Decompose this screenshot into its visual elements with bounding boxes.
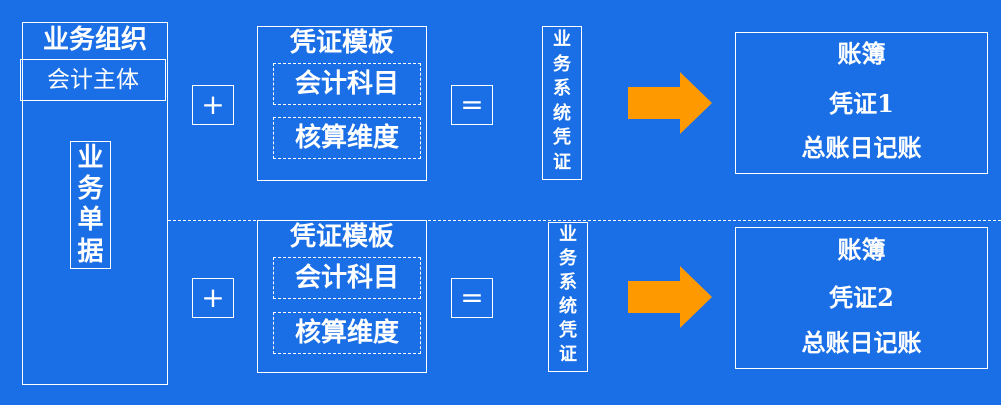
accounting-dimension-label: 核算维度 xyxy=(294,123,399,153)
plus-operator-box xyxy=(192,278,234,318)
accounting-subject-label: 会计科目 xyxy=(294,263,399,293)
right-arrow-icon xyxy=(628,72,712,134)
ledger-book-label: 账簿 xyxy=(837,39,886,68)
accounting-subject-label: 会计科目 xyxy=(294,69,399,99)
ledger-book-label: 账簿 xyxy=(837,235,886,264)
accounting-entity-box xyxy=(20,59,166,101)
accounting-dimension-box xyxy=(273,312,421,354)
business-voucher-text: 业务系统凭证 xyxy=(553,29,571,173)
business-voucher-label: 业务系统凭证 xyxy=(542,28,582,175)
business-document-label: 业务单据 xyxy=(70,141,111,268)
accounting-subject-box xyxy=(273,63,421,105)
ledger-box xyxy=(735,227,988,369)
business-voucher-label: 业务系统凭证 xyxy=(548,223,588,367)
ledger-journal-label: 总账日记账 xyxy=(801,133,922,162)
ledger-voucher-label: 凭证2 xyxy=(829,283,894,312)
ledger-box xyxy=(735,32,988,174)
accounting-dimension-label: 核算维度 xyxy=(294,318,399,348)
plus-operator: + xyxy=(201,88,225,121)
equals-operator-box xyxy=(451,85,493,125)
voucher-template-box xyxy=(257,220,427,373)
ledger-voucher-label: 凭证1 xyxy=(829,89,894,118)
business-voucher-box xyxy=(542,26,582,180)
business-document-text: 业务单据 xyxy=(77,143,104,267)
right-arrow-icon xyxy=(628,266,712,328)
business-organization-box xyxy=(22,22,168,385)
equals-operator: = xyxy=(460,88,484,121)
equals-operator-box xyxy=(451,278,493,318)
voucher-template-title: 凭证模板 xyxy=(289,28,394,58)
accounting-entity-label: 会计主体 xyxy=(47,67,139,93)
business-organization-title: 业务组织 xyxy=(42,25,147,55)
plus-operator-box xyxy=(192,85,234,125)
voucher-template-title: 凭证模板 xyxy=(289,222,394,252)
business-voucher-box xyxy=(548,222,588,372)
equals-operator: = xyxy=(460,281,484,314)
accounting-subject-box xyxy=(273,257,421,299)
business-voucher-text: 业务系统凭证 xyxy=(559,224,577,365)
row-divider xyxy=(168,220,1001,221)
ledger-journal-label: 总账日记账 xyxy=(801,328,922,357)
accounting-dimension-box xyxy=(273,117,421,159)
plus-operator: + xyxy=(201,281,225,314)
business-document-box xyxy=(70,141,111,269)
voucher-template-box xyxy=(257,26,427,181)
